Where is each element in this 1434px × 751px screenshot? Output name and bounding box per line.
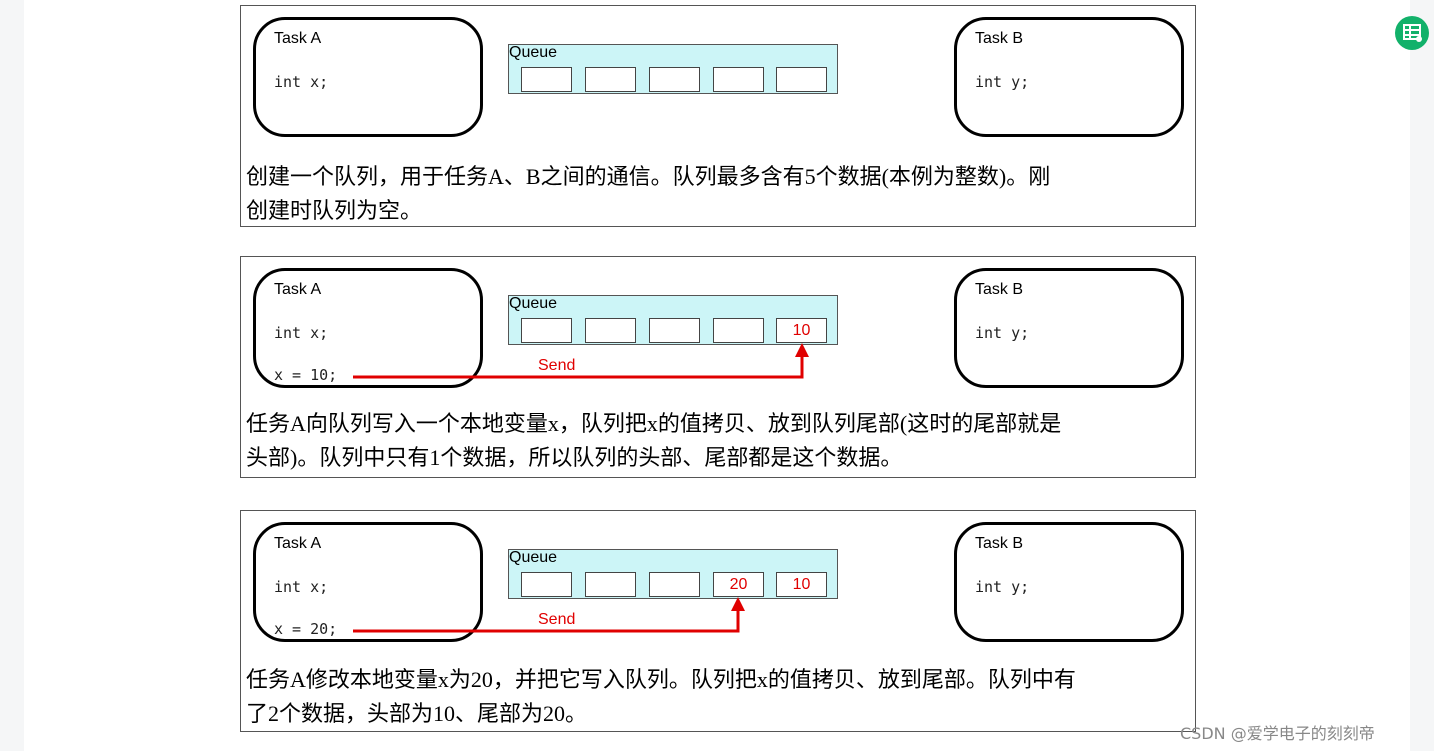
task-a-box: Task A int x; x = 10; (253, 268, 483, 388)
caption: 任务A向队列写入一个本地变量x，队列把x的值拷贝、放到队列尾部(这时的尾部就是 … (246, 407, 1061, 475)
task-b-code-line: int y; (975, 73, 1030, 91)
queue-box: Queue 20 10 (508, 549, 838, 599)
caption-line: 创建时队列为空。 (246, 198, 423, 223)
queue-slot (585, 67, 636, 92)
caption-line: 头部)。队列中只有1个数据，所以队列的头部、尾部都是这个数据。 (246, 445, 903, 470)
diagram-frame-1: Task A int x; Queue Task B int y; 创建一个队列… (240, 5, 1196, 227)
queue-label: Queue (509, 295, 558, 312)
queue-box: Queue 10 (508, 295, 838, 345)
task-b-title: Task B (975, 535, 1024, 552)
diagram-frame-2: Task A int x; x = 10; Queue 10 Task B in… (240, 256, 1196, 478)
queue-slot (521, 572, 572, 597)
queue-box: Queue (508, 44, 838, 94)
caption-line: 任务A修改本地变量x为20，并把它写入队列。队列把x的值拷贝、放到尾部。队列中有 (246, 667, 1076, 692)
caption-line: 任务A向队列写入一个本地变量x，队列把x的值拷贝、放到队列尾部(这时的尾部就是 (246, 411, 1062, 436)
caption-line: 了2个数据，头部为10、尾部为20。 (246, 701, 588, 726)
queue-slot (521, 67, 572, 92)
task-a-code-line: int x; (274, 578, 329, 596)
task-a-title: Task A (274, 535, 322, 552)
task-b-code-line: int y; (975, 578, 1030, 596)
queue-slot (649, 318, 700, 343)
task-b-box: Task B int y; (954, 17, 1184, 137)
task-a-box: Task A int x; (253, 17, 483, 137)
task-b-box: Task B int y; (954, 268, 1184, 388)
watermark: CSDN @爱学电子的刻刻帝 (1180, 724, 1375, 743)
task-b-title: Task B (975, 30, 1024, 47)
task-a-title: Task A (274, 30, 322, 47)
task-a-box: Task A int x; x = 20; (253, 522, 483, 642)
send-label: Send (538, 611, 576, 628)
spreadsheet-icon[interactable] (1395, 16, 1429, 50)
queue-slot: 10 (776, 572, 827, 597)
queue-slot (521, 318, 572, 343)
queue-slot: 10 (776, 318, 827, 343)
queue-slot (585, 318, 636, 343)
queue-slot (585, 572, 636, 597)
send-label: Send (538, 357, 576, 374)
task-b-box: Task B int y; (954, 522, 1184, 642)
task-b-title: Task B (975, 281, 1024, 298)
send-arrow (353, 597, 745, 633)
caption-line: 创建一个队列，用于任务A、B之间的通信。队列最多含有5个数据(本例为整数)。刚 (246, 164, 1051, 189)
queue-slot (649, 572, 700, 597)
queue-label: Queue (509, 549, 558, 566)
send-arrow (353, 343, 809, 379)
task-a-title: Task A (274, 281, 322, 298)
queue-slot (649, 67, 700, 92)
caption: 任务A修改本地变量x为20，并把它写入队列。队列把x的值拷贝、放到尾部。队列中有… (246, 663, 1076, 731)
task-a-code-line: x = 10; (274, 366, 338, 384)
caption: 创建一个队列，用于任务A、B之间的通信。队列最多含有5个数据(本例为整数)。刚 … (246, 160, 1050, 228)
queue-slot: 20 (713, 572, 764, 597)
queue-label: Queue (509, 44, 558, 61)
task-b-code-line: int y; (975, 324, 1030, 342)
queue-slot (713, 67, 764, 92)
diagram-frame-3: Task A int x; x = 20; Queue 20 10 Task B… (240, 510, 1196, 732)
task-a-code-line: int x; (274, 73, 329, 91)
queue-slot (713, 318, 764, 343)
task-a-code-line: int x; (274, 324, 329, 342)
queue-slot (776, 67, 827, 92)
task-a-code-line: x = 20; (274, 620, 338, 638)
